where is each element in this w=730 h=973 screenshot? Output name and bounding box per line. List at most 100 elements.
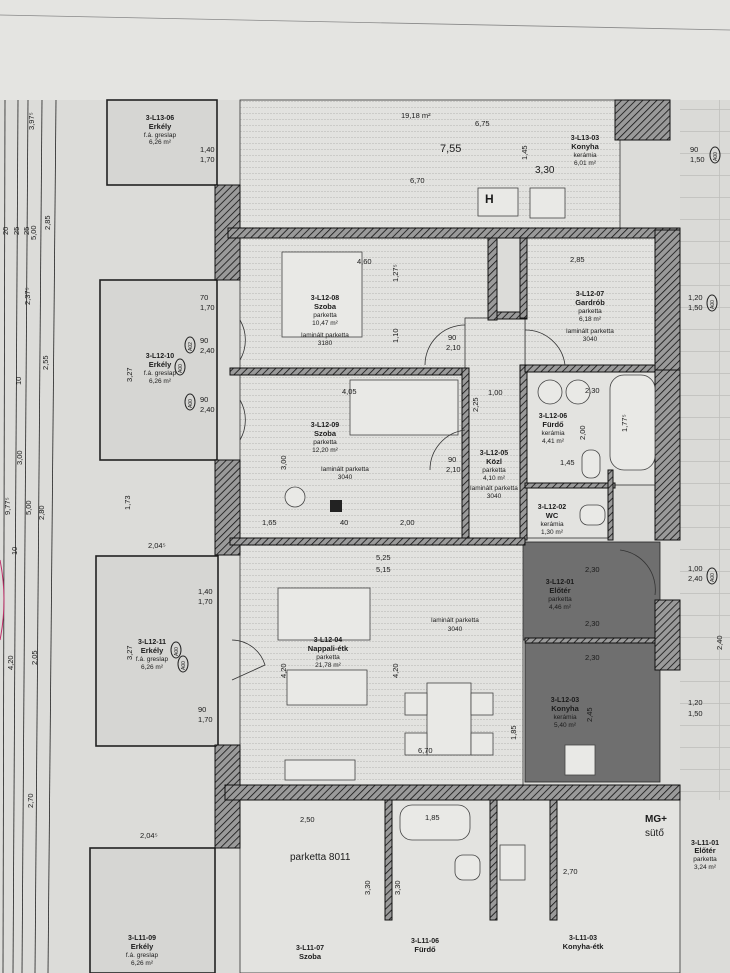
door-swing xyxy=(239,399,246,441)
svg-text:Szoba: Szoba xyxy=(299,952,322,961)
svg-text:2,40: 2,40 xyxy=(200,346,215,355)
svg-text:6,26 m²: 6,26 m² xyxy=(141,664,164,671)
svg-text:Közl: Közl xyxy=(486,457,502,466)
svg-text:4,20: 4,20 xyxy=(279,663,288,678)
window-tag-icon: A00 xyxy=(177,655,189,673)
svg-text:2,04⁵: 2,04⁵ xyxy=(140,831,158,840)
cooktop-icon xyxy=(499,844,526,881)
balcony-l12-10 xyxy=(99,279,218,461)
svg-text:Erkély: Erkély xyxy=(141,646,164,655)
svg-text:2,10: 2,10 xyxy=(446,465,461,474)
svg-text:3-L12-07: 3-L12-07 xyxy=(576,291,605,298)
svg-text:laminált parketta: laminált parketta xyxy=(566,328,614,335)
svg-text:1,50: 1,50 xyxy=(690,155,705,164)
svg-text:A00: A00 xyxy=(188,399,194,408)
window-tag-icon: A00 xyxy=(706,567,718,585)
svg-text:4,46 m²: 4,46 m² xyxy=(549,604,572,611)
svg-text:2,10: 2,10 xyxy=(446,343,461,352)
svg-text:2,85: 2,85 xyxy=(43,215,52,230)
svg-text:4,10 m²: 4,10 m² xyxy=(483,475,506,482)
hood-label: H xyxy=(485,192,494,206)
svg-text:WC: WC xyxy=(546,511,559,520)
svg-text:3-L11-06: 3-L11-06 xyxy=(411,938,439,945)
svg-text:1,85: 1,85 xyxy=(509,725,518,740)
svg-text:3-L12-03: 3-L12-03 xyxy=(551,697,580,704)
svg-text:12,20 m²: 12,20 m² xyxy=(312,447,338,454)
furniture xyxy=(277,187,656,881)
window-tag-icon: A00 xyxy=(706,294,718,312)
svg-text:6,75: 6,75 xyxy=(475,119,490,128)
label-l12-04: 3-L12-04 Nappali-étk parketta 21,78 m² l… xyxy=(308,617,479,669)
svg-text:1,73: 1,73 xyxy=(123,495,132,510)
chair xyxy=(470,732,494,756)
dimension-labels: 6,75 3,30 6,70 1,45 4,60 2,85 1,27⁵ 1,10… xyxy=(123,119,724,895)
label-l11-07: 3-L11-07 Szoba xyxy=(296,945,324,961)
svg-text:parketta: parketta xyxy=(316,654,340,661)
svg-text:3040: 3040 xyxy=(487,493,502,500)
label-l11-03: 3-L11-03 Konyha-étk xyxy=(563,935,605,951)
svg-text:3,30: 3,30 xyxy=(363,880,372,895)
svg-text:3-L12-09: 3-L12-09 xyxy=(311,422,340,429)
svg-text:3-L11-07: 3-L11-07 xyxy=(296,945,324,952)
window-tag-icon: A00 xyxy=(709,146,721,164)
label-l12-01: 3-L12-01 Előtér parketta 4,46 m² xyxy=(546,579,575,611)
svg-text:1,70: 1,70 xyxy=(200,155,215,164)
svg-text:3,97⁵: 3,97⁵ xyxy=(27,112,36,130)
svg-text:Előtér: Előtér xyxy=(549,586,570,595)
svg-text:2,00: 2,00 xyxy=(578,425,587,440)
svg-text:3040: 3040 xyxy=(338,474,353,481)
sofa xyxy=(277,587,371,641)
svg-text:1,27⁵: 1,27⁵ xyxy=(391,264,400,282)
parquet-code-label: parketta 8011 xyxy=(290,852,351,863)
svg-text:2,70: 2,70 xyxy=(563,867,578,876)
svg-text:3-L12-06: 3-L12-06 xyxy=(539,413,568,420)
svg-text:1,70: 1,70 xyxy=(200,303,215,312)
chair xyxy=(404,692,428,716)
svg-text:1,50: 1,50 xyxy=(688,303,703,312)
svg-text:1,77⁵: 1,77⁵ xyxy=(620,414,629,432)
svg-text:Gardrób: Gardrób xyxy=(575,298,605,307)
pen-mark xyxy=(0,559,5,641)
svg-text:3-L12-05: 3-L12-05 xyxy=(480,450,509,457)
svg-text:laminált parketta: laminált parketta xyxy=(301,332,349,339)
svg-text:A00: A00 xyxy=(174,647,180,656)
svg-text:3,30: 3,30 xyxy=(393,880,402,895)
door-swing xyxy=(524,329,566,366)
svg-text:parketta: parketta xyxy=(578,308,602,315)
svg-text:10,47 m²: 10,47 m² xyxy=(312,320,338,327)
svg-text:90: 90 xyxy=(448,333,456,342)
svg-text:1,30 m²: 1,30 m² xyxy=(541,529,564,536)
svg-text:kerámia: kerámia xyxy=(553,714,577,721)
svg-text:parketta: parketta xyxy=(313,312,337,319)
svg-text:2,40: 2,40 xyxy=(688,574,703,583)
label-l12-09: 3-L12-09 Szoba parketta 12,20 m² laminál… xyxy=(311,422,369,481)
sheet-edge xyxy=(0,14,730,31)
facade-tiles xyxy=(680,100,730,800)
washbasin-icon xyxy=(537,379,563,405)
svg-text:A00: A00 xyxy=(713,152,719,161)
svg-text:A00: A00 xyxy=(178,364,184,373)
svg-text:2,37⁵: 2,37⁵ xyxy=(23,287,32,305)
svg-text:2,30: 2,30 xyxy=(585,653,600,662)
balcony-door-swing xyxy=(231,639,266,681)
svg-text:2,45: 2,45 xyxy=(585,707,594,722)
svg-text:3-L12-10: 3-L12-10 xyxy=(146,353,175,360)
svg-text:1,85: 1,85 xyxy=(425,813,440,822)
svg-text:90: 90 xyxy=(200,395,208,404)
cooktop-icon xyxy=(529,187,566,219)
toilet-icon xyxy=(581,449,601,479)
svg-text:3-L11-03: 3-L11-03 xyxy=(569,935,597,942)
window-tag-icon: A00 xyxy=(184,393,196,411)
svg-text:6,26 m²: 6,26 m² xyxy=(149,378,172,385)
cooktop-icon xyxy=(564,744,596,776)
svg-text:1,00: 1,00 xyxy=(688,564,703,573)
svg-text:3-L12-04: 3-L12-04 xyxy=(314,637,343,644)
svg-text:4,60: 4,60 xyxy=(357,257,372,266)
coffee-table xyxy=(286,669,368,706)
label-l12-08: 3-L12-08 Szoba parketta 10,47 m² laminál… xyxy=(301,295,349,347)
svg-text:2,55: 2,55 xyxy=(41,355,50,370)
svg-text:90: 90 xyxy=(200,336,208,345)
svg-text:laminált parketta: laminált parketta xyxy=(431,617,479,624)
svg-text:2,00: 2,00 xyxy=(400,518,415,527)
